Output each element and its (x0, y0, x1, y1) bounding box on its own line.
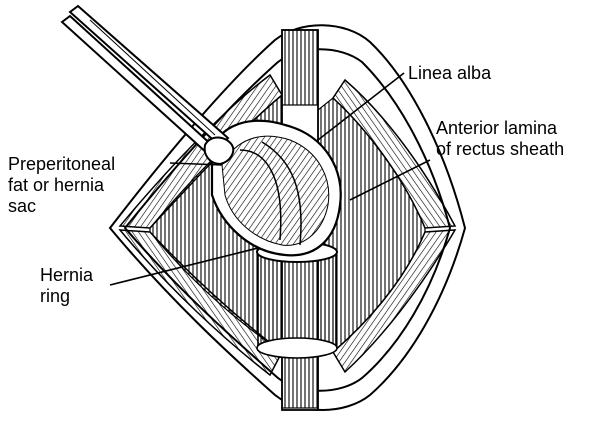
label-hernia-ring-line1: Hernia (40, 265, 93, 286)
hernia-ring-cylinder (257, 242, 337, 358)
forceps-instrument (62, 6, 233, 164)
label-hernia-ring: Hernia ring (40, 265, 93, 307)
label-linea-alba: Linea alba (408, 63, 491, 84)
label-preperitoneal: Preperitoneal fat or hernia sac (8, 154, 115, 217)
label-preperitoneal-line3: sac (8, 196, 115, 217)
label-preperitoneal-line2: fat or hernia (8, 175, 115, 196)
label-preperitoneal-line1: Preperitoneal (8, 154, 115, 175)
label-hernia-ring-line2: ring (40, 286, 93, 307)
label-linea-alba-text: Linea alba (408, 63, 491, 84)
label-anterior-lamina: Anterior lamina of rectus sheath (436, 118, 564, 160)
label-anterior-lamina-line1: Anterior lamina (436, 118, 564, 139)
label-anterior-lamina-line2: of rectus sheath (436, 139, 564, 160)
